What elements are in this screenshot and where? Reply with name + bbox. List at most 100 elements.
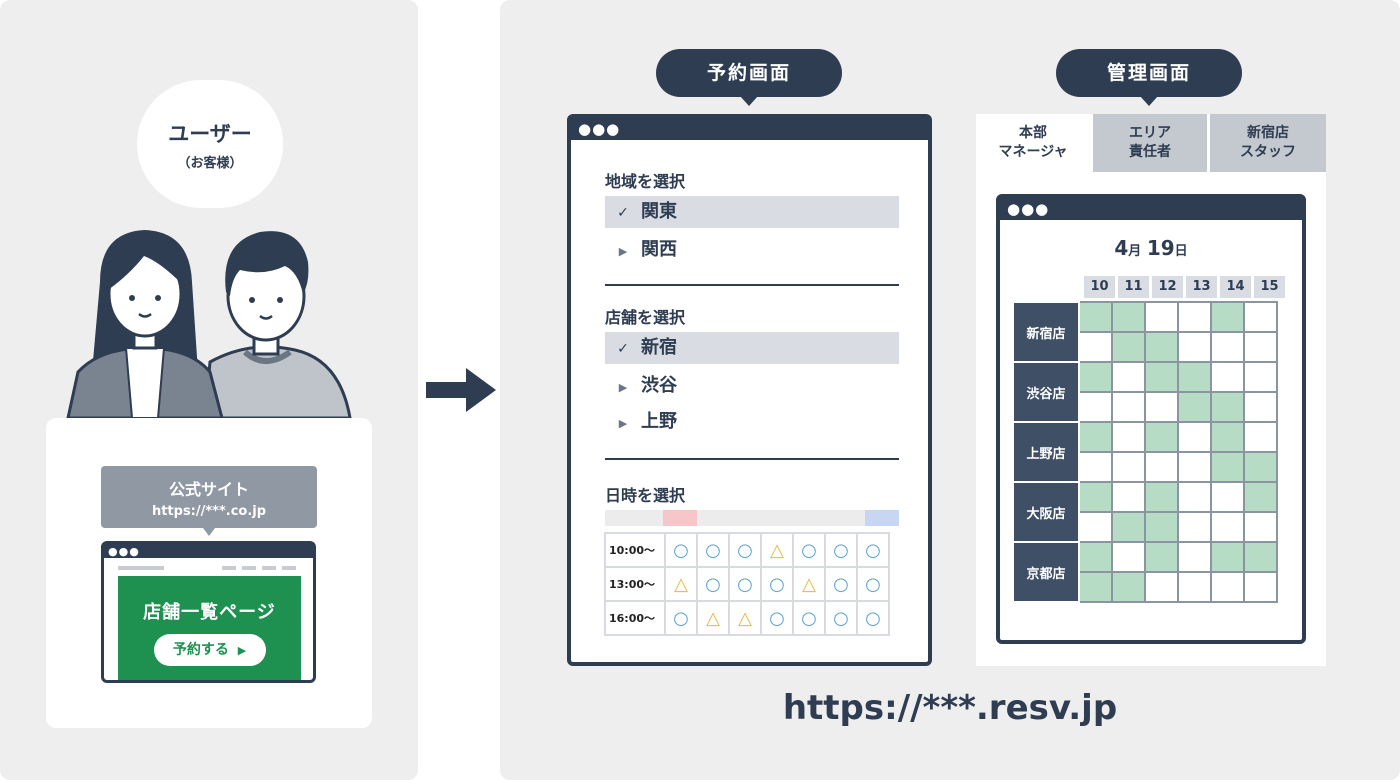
slot-empty[interactable] (1078, 511, 1113, 543)
slot-empty[interactable] (1243, 361, 1278, 393)
slot-booked[interactable] (1144, 361, 1179, 393)
tab-area-manager[interactable]: エリア 責任者 (1093, 114, 1207, 172)
slot-booked[interactable] (1144, 481, 1179, 513)
slot-booked[interactable] (1078, 361, 1113, 393)
slot-booked[interactable] (1243, 481, 1278, 513)
slot-empty[interactable] (1177, 331, 1212, 363)
slot-available-icon[interactable]: ○ (792, 532, 826, 568)
slot-available-icon[interactable]: ○ (664, 600, 698, 636)
slot-empty[interactable] (1144, 391, 1179, 423)
slot-booked[interactable] (1210, 301, 1245, 333)
slot-few-icon[interactable]: △ (760, 532, 794, 568)
store-list-page: 店舗一覧ページ 予約する ▶ (118, 576, 301, 680)
slot-booked[interactable] (1078, 481, 1113, 513)
slot-available-icon[interactable]: ○ (760, 600, 794, 636)
slot-booked[interactable] (1144, 541, 1179, 573)
slot-empty[interactable] (1177, 511, 1212, 543)
slot-empty[interactable] (1144, 571, 1179, 603)
slot-empty[interactable] (1177, 481, 1212, 513)
slot-booked[interactable] (1078, 301, 1113, 333)
slot-booked[interactable] (1144, 421, 1179, 453)
slot-empty[interactable] (1111, 361, 1146, 393)
slot-booked[interactable] (1177, 391, 1212, 423)
slot-empty[interactable] (1210, 571, 1245, 603)
slot-few-icon[interactable]: △ (728, 600, 762, 636)
slot-empty[interactable] (1111, 391, 1146, 423)
window-dots-icon: ●●● (578, 120, 621, 138)
slot-empty[interactable] (1210, 481, 1245, 513)
slot-booked[interactable] (1144, 331, 1179, 363)
slot-available-icon[interactable]: ○ (728, 566, 762, 602)
slot-empty[interactable] (1177, 421, 1212, 453)
slot-empty[interactable] (1177, 571, 1212, 603)
slot-empty[interactable] (1243, 421, 1278, 453)
datetime-section-title: 日時を選択 (605, 486, 686, 505)
tab-hq-manager[interactable]: 本部 マネージャ (976, 114, 1090, 172)
slot-available-icon[interactable]: ○ (664, 532, 698, 568)
slot-booked[interactable] (1111, 571, 1146, 603)
slot-empty[interactable] (1144, 301, 1179, 333)
hour-label: 15 (1254, 276, 1285, 298)
store-option-ueno[interactable]: ▶上野 (605, 406, 899, 438)
slot-booked[interactable] (1078, 571, 1113, 603)
slot-empty[interactable] (1078, 391, 1113, 423)
reserve-button[interactable]: 予約する ▶ (153, 634, 266, 666)
time-label: 10:00〜 (604, 532, 666, 568)
region-option-kansai[interactable]: ▶関西 (605, 234, 899, 266)
slot-few-icon[interactable]: △ (664, 566, 698, 602)
slot-available-icon[interactable]: ○ (792, 600, 826, 636)
slot-empty[interactable] (1111, 541, 1146, 573)
slot-empty[interactable] (1111, 421, 1146, 453)
slot-booked[interactable] (1078, 421, 1113, 453)
store-option-shinjuku[interactable]: ✓新宿 (605, 332, 899, 364)
slot-empty[interactable] (1210, 361, 1245, 393)
store-option-shibuya[interactable]: ▶渋谷 (605, 370, 899, 402)
slot-booked[interactable] (1144, 511, 1179, 543)
slot-available-icon[interactable]: ○ (824, 600, 858, 636)
slot-booked[interactable] (1243, 451, 1278, 483)
slot-empty[interactable] (1177, 451, 1212, 483)
slot-empty[interactable] (1243, 571, 1278, 603)
slot-booked[interactable] (1243, 541, 1278, 573)
slot-available-icon[interactable]: ○ (824, 566, 858, 602)
slot-empty[interactable] (1177, 301, 1212, 333)
slot-booked[interactable] (1177, 361, 1212, 393)
slot-empty[interactable] (1078, 451, 1113, 483)
slot-available-icon[interactable]: ○ (728, 532, 762, 568)
slot-booked[interactable] (1111, 511, 1146, 543)
slot-empty[interactable] (1144, 451, 1179, 483)
store-name: 京都店 (1012, 541, 1080, 603)
schedule-table: 新宿店渋谷店上野店大阪店京都店 (1012, 301, 1278, 603)
slot-booked[interactable] (1210, 421, 1245, 453)
slot-available-icon[interactable]: ○ (856, 566, 890, 602)
calendar-strip-holiday (663, 510, 697, 526)
slot-available-icon[interactable]: ○ (696, 566, 730, 602)
slot-available-icon[interactable]: ○ (696, 532, 730, 568)
slot-booked[interactable] (1078, 541, 1113, 573)
slot-available-icon[interactable]: ○ (856, 532, 890, 568)
slot-few-icon[interactable]: △ (696, 600, 730, 636)
slot-available-icon[interactable]: ○ (760, 566, 794, 602)
slot-empty[interactable] (1243, 391, 1278, 423)
schedule-row: 新宿店 (1012, 301, 1278, 363)
slot-available-icon[interactable]: ○ (856, 600, 890, 636)
slot-few-icon[interactable]: △ (792, 566, 826, 602)
slot-empty[interactable] (1243, 511, 1278, 543)
slot-booked[interactable] (1210, 541, 1245, 573)
slot-empty[interactable] (1210, 331, 1245, 363)
slot-empty[interactable] (1111, 451, 1146, 483)
slot-booked[interactable] (1210, 391, 1245, 423)
slot-empty[interactable] (1243, 301, 1278, 333)
tab-shinjuku-staff[interactable]: 新宿店 スタッフ (1210, 114, 1326, 172)
slot-empty[interactable] (1243, 331, 1278, 363)
slot-booked[interactable] (1111, 301, 1146, 333)
slot-available-icon[interactable]: ○ (824, 532, 858, 568)
region-option-kanto[interactable]: ✓関東 (605, 196, 899, 228)
time-label: 16:00〜 (604, 600, 666, 636)
slot-empty[interactable] (1177, 541, 1212, 573)
slot-empty[interactable] (1078, 331, 1113, 363)
slot-booked[interactable] (1210, 451, 1245, 483)
slot-empty[interactable] (1111, 481, 1146, 513)
slot-booked[interactable] (1111, 331, 1146, 363)
slot-empty[interactable] (1210, 511, 1245, 543)
